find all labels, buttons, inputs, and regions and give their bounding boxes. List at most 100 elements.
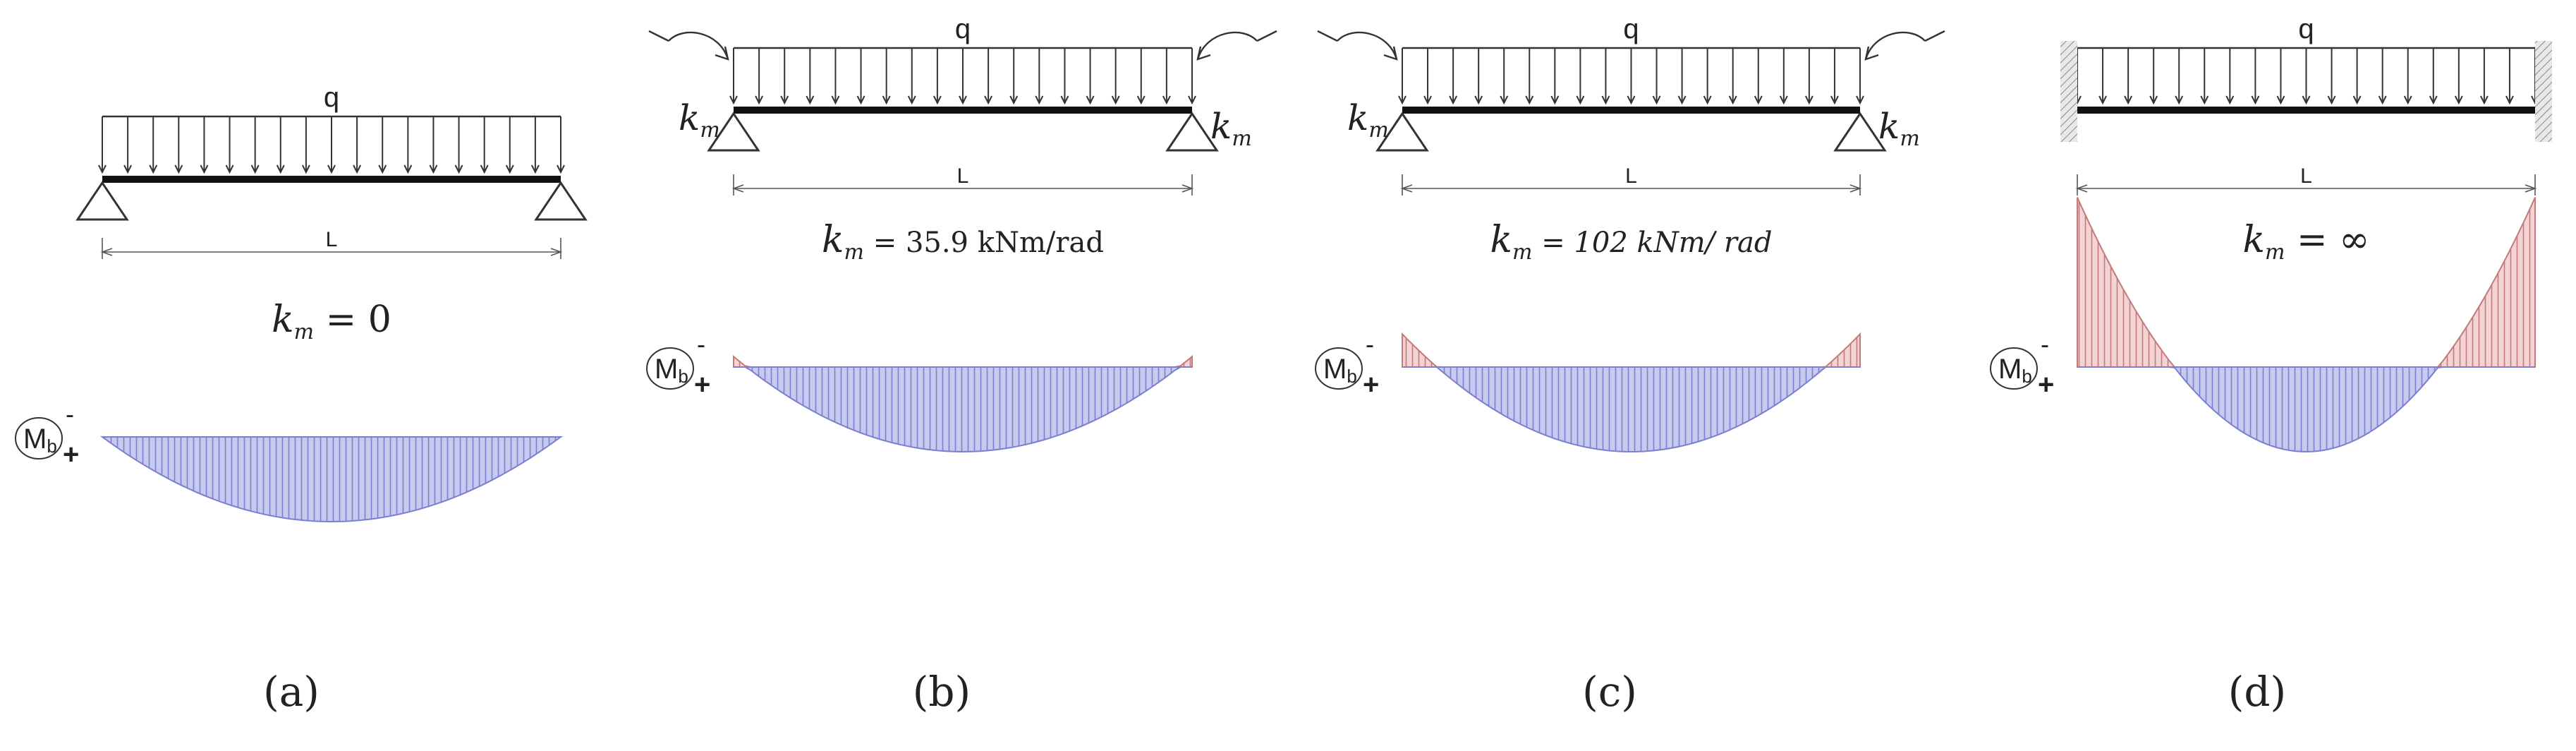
right-rotational-spring-tail: [1256, 30, 1277, 42]
load-arrowhead: [1449, 95, 1458, 105]
load-arrowhead: [1086, 95, 1095, 105]
negative-moment-region: [1402, 332, 1861, 368]
load-arrowhead: [2225, 95, 2235, 105]
positive-moment-region: [734, 366, 1192, 453]
left-rotational-spring-arrowhead: [715, 46, 729, 61]
left-spring-label: km: [679, 97, 720, 143]
stiffness-caption: km = ∞: [2243, 219, 2370, 265]
load-arrowhead: [378, 164, 387, 174]
span-label-L: L: [2300, 164, 2312, 188]
positive-sign: +: [63, 439, 79, 470]
load-arrowhead: [2454, 95, 2463, 105]
moment-sign-legend: Mb-+: [1990, 330, 2054, 400]
load-arrowhead: [1804, 95, 1813, 105]
bending-moment-diagram: [1402, 332, 1861, 453]
dimension-arrow-left: [731, 184, 744, 193]
left-rotational-spring-tail: [1317, 30, 1338, 42]
load-arrowhead: [200, 164, 209, 174]
load-arrowhead: [1652, 95, 1661, 105]
load-arrowhead: [1856, 95, 1864, 105]
stiffness-caption: km = 0: [272, 299, 391, 344]
beam: [1402, 107, 1860, 114]
left-pin-support: [75, 181, 129, 221]
dimension-arrow-left: [100, 248, 113, 256]
positive-sign: +: [2038, 369, 2054, 400]
stiffness-caption: km = 102 kNm/ rad: [1490, 219, 1773, 265]
load-label-q: q: [955, 13, 971, 44]
beam: [2077, 107, 2535, 114]
right-rotational-spring-arrowhead: [1196, 46, 1211, 61]
load-arrowhead: [2098, 95, 2107, 105]
span-dimension: L: [2075, 164, 2537, 196]
right-rotational-spring-tail: [1924, 30, 1945, 42]
load-arrowhead: [856, 95, 865, 105]
load-arrowhead: [1601, 95, 1610, 105]
right-rotational-spring-arrowhead: [1864, 46, 1879, 61]
load-arrowhead: [2124, 95, 2133, 105]
distributed-load: q: [729, 13, 1196, 105]
distributed-load: q: [2073, 13, 2539, 105]
right-spring-label: km: [1210, 106, 1252, 151]
beam: [102, 176, 561, 183]
load-label-q: q: [2298, 13, 2314, 44]
load-arrowhead: [557, 164, 565, 174]
load-arrowhead: [123, 164, 133, 174]
load-arrowhead: [403, 164, 413, 174]
moment-symbol-circle: [1990, 347, 2038, 390]
positive-sign: +: [694, 369, 710, 400]
load-arrowhead: [1060, 95, 1069, 105]
load-arrowhead: [1423, 95, 1432, 105]
load-arrowhead: [1500, 95, 1509, 105]
bending-moment-diagram: [99, 436, 564, 523]
load-arrowhead: [932, 95, 942, 105]
load-arrowhead: [831, 95, 840, 105]
load-arrowhead: [984, 95, 993, 105]
panel-label: (c): [1582, 668, 1637, 716]
load-arrowhead: [1830, 95, 1839, 105]
dimension-arrow-right: [1181, 184, 1194, 193]
negative-moment-region: [733, 355, 1193, 368]
stiffness-caption: km = 35.9 kNm/rad: [822, 219, 1104, 265]
left-rotational-spring-arrowhead: [1383, 46, 1398, 61]
load-arrowhead: [907, 95, 916, 105]
load-arrowhead: [1576, 95, 1585, 105]
load-arrowhead: [98, 164, 107, 174]
right-rotational-spring: [1196, 31, 1258, 60]
moment-symbol: Mb: [23, 423, 57, 457]
moment-sign-legend: Mb-+: [646, 330, 710, 400]
load-arrowhead: [276, 164, 285, 174]
span-dimension: L: [100, 228, 563, 259]
right-rotational-spring: [1864, 31, 1926, 60]
load-arrowhead: [2505, 95, 2514, 105]
load-arrowhead: [1677, 95, 1687, 105]
distributed-load: q: [1398, 13, 1864, 105]
left-pin-support: [1375, 112, 1429, 152]
panel-label: (b): [913, 668, 971, 716]
right-pin-support: [1165, 112, 1219, 152]
positive-moment-region: [1402, 366, 1860, 453]
left-rotational-spring: [668, 31, 729, 60]
distributed-load: q: [98, 82, 565, 174]
dimension-arrow-left: [1400, 184, 1413, 193]
right-pin-support: [1833, 112, 1887, 152]
load-arrowhead: [2175, 95, 2184, 105]
moment-symbol-circle: [646, 347, 694, 390]
load-arrowhead: [1703, 95, 1712, 105]
load-arrowhead: [174, 164, 183, 174]
load-arrowhead: [780, 95, 789, 105]
load-arrowhead: [729, 95, 738, 105]
load-arrowhead: [301, 164, 310, 174]
right-spring-label: km: [1878, 106, 1920, 151]
load-arrowhead: [2403, 95, 2412, 105]
load-arrowhead: [1754, 95, 1763, 105]
dimension-arrow-right: [1849, 184, 1862, 193]
span-dimension: L: [731, 164, 1194, 196]
negative-sign: -: [2041, 330, 2049, 359]
left-rotational-spring-tail: [648, 30, 669, 42]
load-arrowhead: [250, 164, 260, 174]
bending-moment-diagram: [2077, 197, 2536, 453]
load-label-q: q: [324, 82, 339, 113]
load-arrowhead: [1188, 95, 1196, 105]
